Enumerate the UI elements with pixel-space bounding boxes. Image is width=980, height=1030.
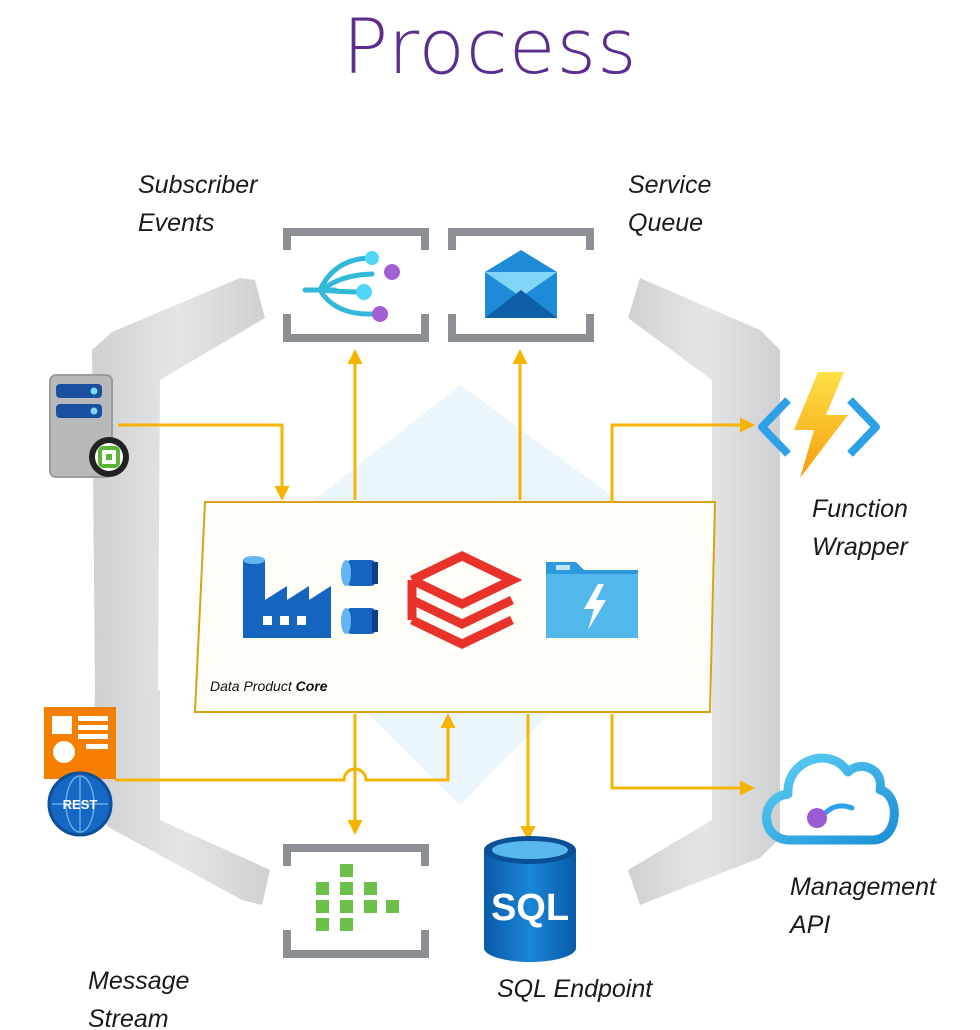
message-stream-label: Message Stream (88, 967, 190, 1030)
connector-server-to-core (118, 423, 290, 501)
event-hub-icon (316, 864, 399, 931)
subscriber-events-frame (283, 228, 429, 342)
connector-core-to-management-api (610, 714, 755, 796)
storage-folder-icon (546, 562, 638, 638)
server-node (49, 374, 129, 478)
connectors (115, 349, 755, 841)
sql-endpoint-label: SQL Endpoint (497, 975, 653, 1003)
core-label-bold: Core (295, 678, 328, 694)
rest-api-node: REST (44, 707, 116, 837)
function-icon (758, 372, 880, 478)
rest-badge-text: REST (63, 797, 98, 812)
api-management-icon (762, 753, 899, 845)
databricks-icon (407, 551, 523, 649)
message-stream-frame (283, 844, 429, 958)
connector-badge-icon (89, 437, 129, 477)
subscriber-events-node (283, 228, 429, 342)
sql-endpoint-node: SQL (484, 836, 576, 962)
core-panel (193, 501, 717, 713)
function-wrapper-label: Function Wrapper (812, 495, 908, 561)
page-title: Process (342, 2, 638, 91)
event-grid-icon (302, 251, 400, 322)
service-bus-icon (485, 250, 557, 318)
sql-badge-text: SQL (491, 887, 569, 929)
message-stream-node (283, 844, 429, 958)
rest-api-icon: REST (44, 707, 116, 837)
process-ring (92, 278, 780, 905)
pipeline-connector-icon (341, 560, 378, 634)
data-factory-icon (243, 556, 331, 638)
core-label-prefix: Data Product (210, 678, 296, 694)
service-queue-label: Service Queue (628, 171, 712, 237)
connector-core-to-function-wrapper (610, 417, 755, 502)
function-wrapper-node (758, 372, 880, 478)
management-api-label: Management API (790, 873, 936, 939)
subscriber-events-label: Subscriber Events (138, 171, 258, 237)
service-queue-frame (448, 228, 594, 342)
management-api-node (762, 753, 899, 845)
sql-database-icon: SQL (484, 836, 576, 962)
service-queue-node (448, 228, 594, 342)
core-label: Data Product Core (210, 678, 328, 694)
